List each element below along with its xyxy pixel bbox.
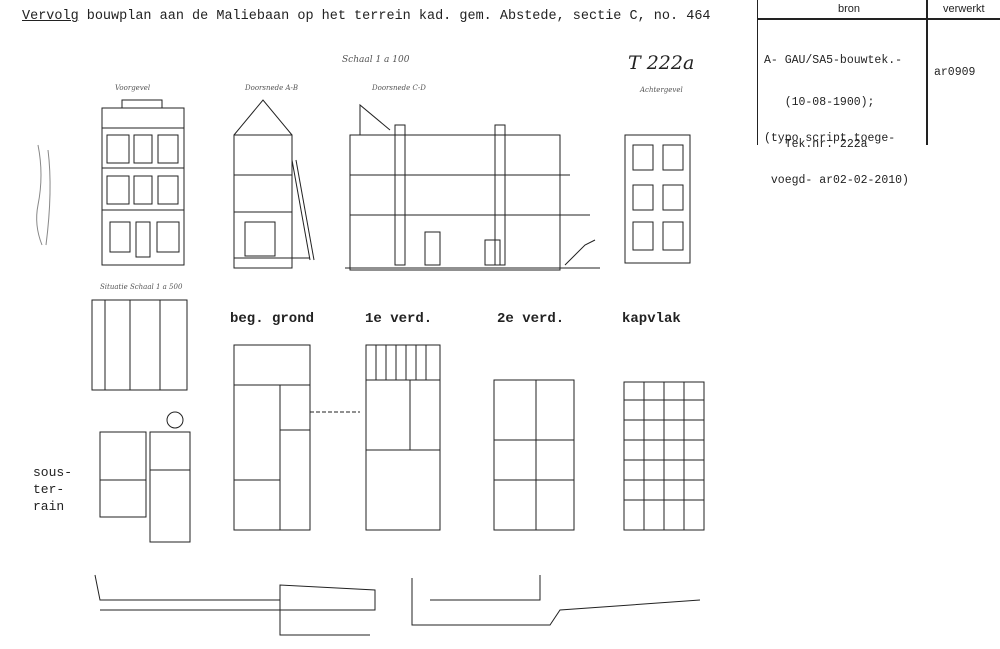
label-1e-verd: 1e verd. [365,311,433,327]
first-floor-plan [365,344,441,531]
label-sousterrain: sous- ter- rain [33,464,72,515]
sousterrain-line: ter- [33,482,65,497]
table-header-line [758,18,1000,20]
label-2e-verd: 2e verd. [497,311,565,327]
archive-table: bron verwerkt A- GAU/SA5-bouwtek.- (10-0… [757,0,1000,187]
label-achtergevel: Achtergevel [640,86,683,94]
section-cd [345,103,600,271]
ground-floor-plan [233,344,360,531]
verwerkt-code: ar0909 [934,66,976,79]
drawing-number: T 222a [628,52,695,74]
title-underlined: Vervolg [22,9,79,24]
header-verwerkt: verwerkt [943,3,985,15]
bron-line: (10-08-1900); [764,96,875,109]
label-beg-grond: beg. grond [230,311,315,327]
front-elevation [101,99,185,266]
site-plan [91,299,188,391]
header-bron: bron [838,3,861,15]
section-ab [233,99,315,269]
note-line: (typo script toege- [764,132,896,145]
scale-note: Schaal 1 a 100 [342,55,410,65]
sewer-details [94,574,701,636]
table-divider [926,0,928,145]
document-title: Vervolg bouwplan aan de Maliebaan op het… [22,9,711,25]
label-situatie: Situatie Schaal 1 a 500 [100,283,183,291]
typoscript-note: (typo script toege- voegd- ar02-02-2010) [764,104,909,216]
bron-line: A- GAU/SA5-bouwtek.- [764,54,903,67]
margin-scribbles [36,144,51,246]
note-line: voegd- ar02-02-2010) [764,174,909,187]
bron-line: Tek.nr. 222a [764,138,868,151]
basement-plan [99,411,191,543]
label-kapvlak: kapvlak [622,311,681,327]
bron-source: A- GAU/SA5-bouwtek.- (10-08-1900); Tek.n… [764,26,902,180]
label-doorsnede-cd: Doorsnede C-D [372,84,426,92]
second-floor-plan [493,379,575,531]
rear-elevation [624,134,691,264]
label-doorsnede-ab: Doorsnede A-B [245,84,299,92]
sousterrain-line: sous- [33,465,73,480]
label-voorgevel: Voorgevel [115,84,151,92]
sousterrain-line: rain [33,499,65,514]
title-rest: bouwplan aan de Maliebaan op het terrein… [86,9,711,24]
roof-plan [623,381,705,531]
